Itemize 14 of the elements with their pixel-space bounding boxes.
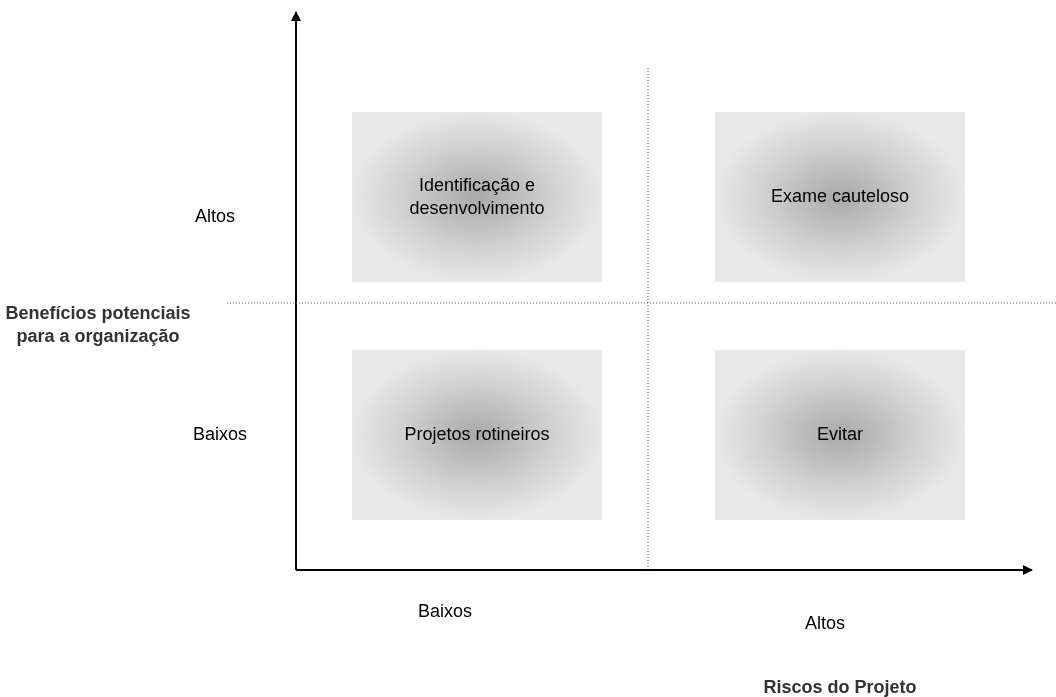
axis-title: Riscos do Projeto bbox=[762, 676, 918, 697]
quadrant-box bbox=[352, 350, 602, 520]
axis-level-label: Baixos bbox=[192, 423, 248, 446]
quadrant-box bbox=[715, 350, 965, 520]
axis-title: Benefícios potenciais para a organização bbox=[4, 302, 192, 349]
quadrant-label: Identificação e desenvolvimento bbox=[408, 173, 546, 220]
axis-level-label: Altos bbox=[804, 612, 846, 635]
axis-level-label: Baixos bbox=[417, 600, 473, 623]
quadrant-label: Exame cauteloso bbox=[770, 185, 910, 209]
quadrant-label: Projetos rotineiros bbox=[404, 423, 550, 447]
quadrant-box bbox=[715, 112, 965, 282]
axis-level-label: Altos bbox=[194, 205, 236, 228]
quadrant-label: Evitar bbox=[817, 423, 863, 447]
quadrant-box bbox=[352, 112, 602, 282]
